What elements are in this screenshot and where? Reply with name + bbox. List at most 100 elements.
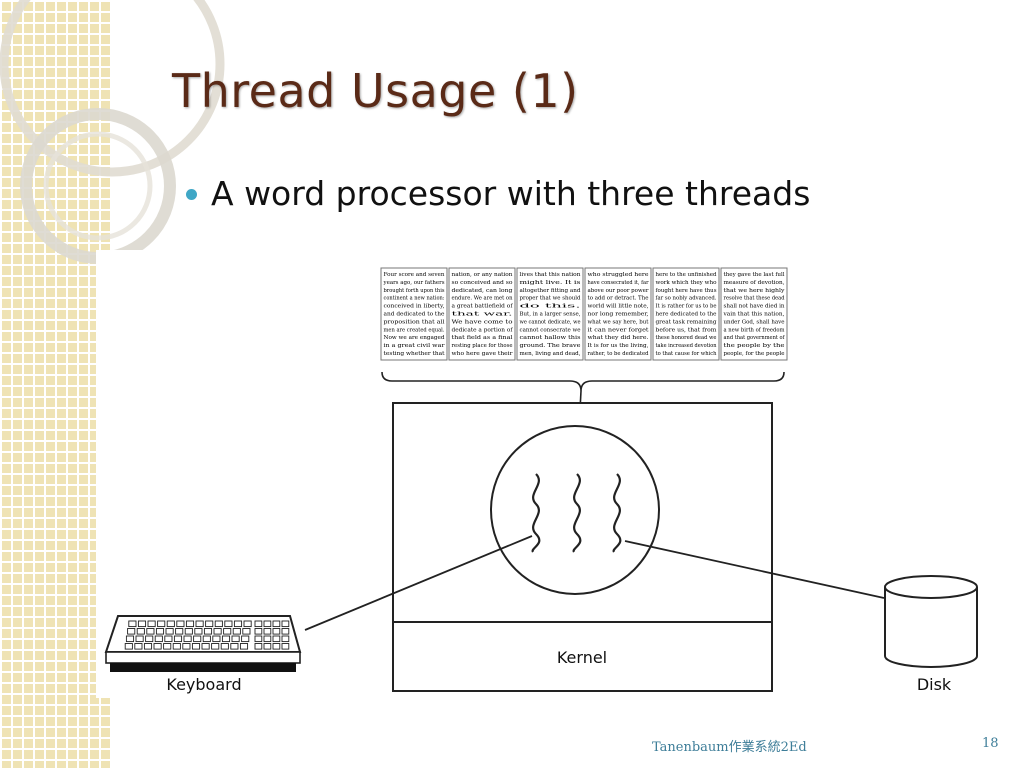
keyboard-key [172, 643, 181, 650]
keyboard-key [194, 628, 203, 635]
document-text-line: shall not have died in [724, 304, 786, 310]
keyboard-key [176, 620, 185, 628]
thread-icon-2 [572, 473, 582, 553]
document-text-line: before us, that from [656, 327, 717, 333]
keyboard-key [263, 628, 272, 635]
document-text-line: cannot hallow this [520, 335, 581, 341]
document-text-line: vain that this nation, [722, 312, 784, 318]
keyboard-key [135, 635, 144, 643]
document-text-line: dedicated, can long [452, 288, 514, 294]
document-text-line: measure of devotion, [724, 280, 785, 286]
keyboard-key [263, 620, 272, 628]
document-text-line: what we say here, but [588, 319, 650, 325]
document-text-line: resolve that these dead [724, 296, 786, 302]
document-text-line: resting place for those [452, 343, 513, 349]
document-text-line: men are created equal. [384, 327, 445, 333]
document-text-line: conceived in liberty, [384, 304, 445, 310]
keyboard-key [183, 635, 192, 643]
keyboard-key [182, 643, 191, 650]
keyboard-key [281, 635, 290, 643]
document-text-line: the people by the [724, 343, 785, 349]
document-text-line: that field as a final [452, 335, 513, 341]
document-text-line: brought forth upon this [384, 288, 445, 294]
slide-title: Thread Usage (1) [172, 64, 579, 118]
document-text-line: they gave the last full [724, 272, 785, 278]
kernel-label: Kernel [557, 648, 607, 667]
document-text-line: work which they who [656, 280, 717, 286]
document-text-line: years ago, our fathers [382, 280, 444, 286]
thread-icon-1 [531, 473, 541, 553]
document-text-line: lives that this nation [520, 272, 582, 278]
bullet-text: A word processor with three threads [211, 174, 811, 213]
keyboard-key [165, 628, 174, 635]
document-text-line: ground. The brave [520, 343, 581, 349]
keyboard-key [263, 643, 272, 650]
keyboard-icon [104, 615, 302, 672]
bullet-item: A word processor with three threads [186, 174, 810, 213]
keyboard-key [212, 635, 221, 643]
document-page-border [720, 267, 788, 361]
document-text-line: to that cause for which [656, 351, 718, 357]
document-page-border [584, 267, 652, 361]
keyboard-key [134, 643, 143, 650]
document-text-line: and that government of [724, 335, 786, 341]
document-text-line: take increased devotion [656, 343, 718, 349]
document-text-line: cannot consecrate we [520, 327, 581, 333]
document-text-line: world will little note, [588, 304, 649, 310]
keyboard-key [241, 635, 250, 643]
keyboard-key [272, 635, 281, 643]
keyboard-front [105, 651, 301, 664]
keyboard-key [230, 643, 239, 650]
keyboard-key [164, 635, 173, 643]
keyboard-key [136, 628, 145, 635]
keyboard-key [221, 635, 231, 643]
document-text-line: dedicate a portion of [452, 327, 514, 333]
keyboard-key [154, 635, 163, 643]
document-text-line: proper that we should [520, 296, 582, 302]
document-text-line: here dedicated to the [656, 312, 717, 318]
document-text-line: a new birth of freedom [724, 327, 785, 333]
keyboard-connector-line [304, 535, 533, 631]
keyboard-key [195, 620, 204, 628]
document-text-line: endure. We are met on [452, 296, 514, 302]
document-text-line: might live. It is [520, 280, 581, 286]
decorative-ring-top [0, 0, 225, 177]
keyboard-key [272, 643, 281, 650]
document-text-line: that war. [452, 312, 514, 318]
document-text-line: proposition that all [384, 319, 445, 325]
document-text-line: in a great civil war [384, 343, 446, 349]
keyboard-key [281, 628, 290, 635]
keyboard-key [242, 628, 251, 635]
keyboard-key [146, 628, 155, 635]
document-page-border [448, 267, 516, 361]
decorative-ring-inner [43, 131, 153, 241]
document-text-line: above our poor power [588, 288, 649, 294]
document-text-line: who struggled here [588, 272, 649, 278]
keyboard-key [239, 643, 249, 650]
keyboard-key [193, 635, 202, 643]
keyboard-key [166, 620, 175, 628]
document-text-line: and dedicated to the [384, 312, 445, 318]
keyboard-key [145, 635, 154, 643]
bullet-dot-icon [186, 189, 197, 200]
keyboard-key [272, 620, 281, 628]
document-text-line: here to the unfinished [656, 272, 718, 278]
document-text-line: to add or detract. The [588, 296, 649, 302]
keyboard-key [127, 628, 136, 635]
document-text-line: continent a new nation: [384, 296, 445, 302]
keyboard-key [143, 643, 153, 650]
keyboard-keys [124, 620, 290, 650]
keyboard-key [281, 620, 290, 628]
keyboard-key [224, 620, 233, 628]
keyboard-key [254, 643, 263, 650]
document-text-line: It is rather for us to be [656, 304, 717, 310]
document-text-line: fought here have thus [656, 288, 717, 294]
keyboard-key [254, 635, 263, 643]
disk-body [884, 587, 978, 668]
document-text-line: great task remaining [656, 319, 718, 325]
keyboard-key [124, 643, 133, 650]
document-text-line: testing whether that [384, 351, 446, 357]
